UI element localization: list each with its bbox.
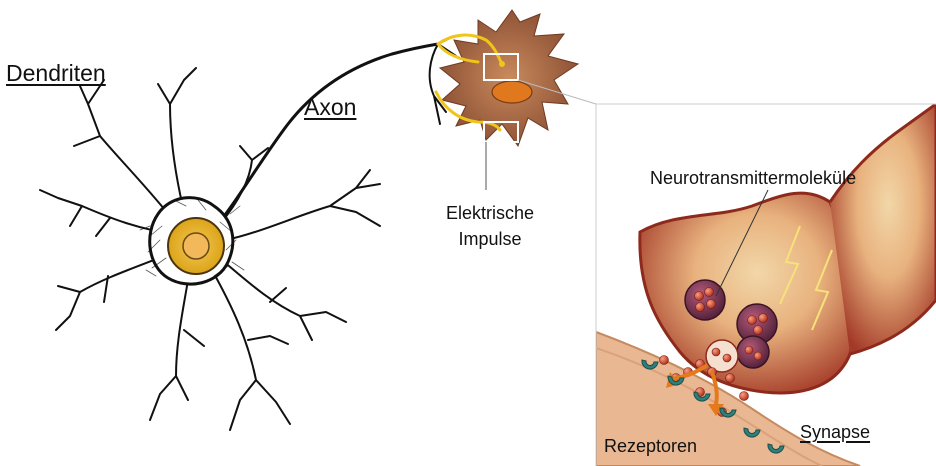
label-axon: Axon (304, 94, 356, 121)
neuron (40, 36, 456, 430)
label-electric-impulses: Elektrische Impulse (440, 200, 540, 252)
label-synapse: Synapse (800, 422, 870, 443)
target-nucleus (492, 81, 532, 103)
label-neurotransmitter: Neurotransmittermoleküle (650, 168, 856, 189)
label-receptors: Rezeptoren (604, 436, 697, 457)
synapse-inset (596, 104, 936, 466)
axon-fiber (212, 44, 438, 232)
impulse-dot (499, 61, 505, 67)
target-cell (440, 10, 578, 146)
nucleus (183, 233, 209, 259)
label-dendrites: Dendriten (6, 60, 106, 87)
